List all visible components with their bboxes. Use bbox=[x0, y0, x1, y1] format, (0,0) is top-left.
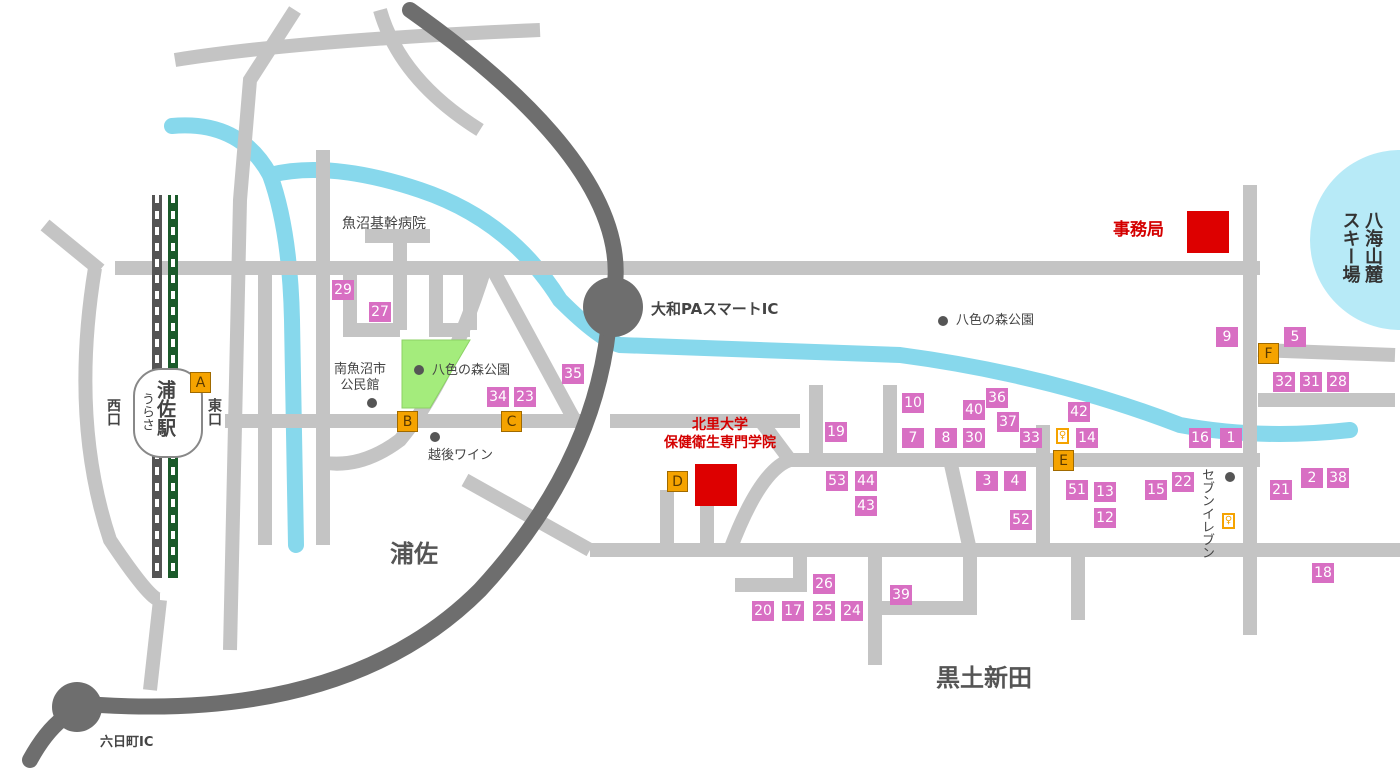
parking-30: 30 bbox=[963, 428, 985, 448]
parking-43: 43 bbox=[855, 496, 877, 516]
parking-40: 40 bbox=[963, 400, 985, 420]
station-name: 浦佐駅 bbox=[154, 380, 176, 437]
university-label: 北里大学 保健衛生専門学院 bbox=[664, 417, 776, 451]
station-kana: うらさ bbox=[139, 392, 154, 431]
parking-1: 1 bbox=[1220, 428, 1242, 448]
pin-icon: ♀ bbox=[1222, 513, 1235, 529]
office-marker bbox=[1187, 211, 1229, 253]
stop-e: E bbox=[1053, 450, 1074, 471]
parking-13: 13 bbox=[1094, 482, 1116, 502]
parking-12: 12 bbox=[1094, 508, 1116, 528]
parking-44: 44 bbox=[855, 471, 877, 491]
muikamachi-ic-label: 六日町IC bbox=[100, 735, 154, 750]
parking-20: 20 bbox=[752, 601, 774, 621]
parking-8: 8 bbox=[935, 428, 957, 448]
parking-2: 2 bbox=[1301, 468, 1323, 488]
east-exit-label: 東口 bbox=[206, 398, 222, 426]
parking-26: 26 bbox=[813, 574, 835, 594]
community-hall-label: 南魚沼市 公民館 bbox=[333, 362, 386, 394]
west-exit-label: 西口 bbox=[105, 398, 121, 426]
yamato-ic-node bbox=[583, 277, 643, 337]
parking-21: 21 bbox=[1270, 480, 1292, 500]
yairo-park-west-label: 八色の森公園 bbox=[432, 363, 511, 378]
parking-28: 28 bbox=[1327, 372, 1349, 392]
parking-53: 53 bbox=[826, 471, 848, 491]
wine-dot bbox=[430, 432, 440, 442]
parking-10: 10 bbox=[902, 393, 924, 413]
stop-b: B bbox=[397, 411, 418, 432]
urasa-area-label: 浦佐 bbox=[390, 540, 438, 568]
echigo-wine-label: 越後ワイン bbox=[428, 448, 494, 463]
parking-19: 19 bbox=[825, 422, 847, 442]
parking-31: 31 bbox=[1300, 372, 1322, 392]
parking-52: 52 bbox=[1010, 510, 1032, 530]
parking-34: 34 bbox=[487, 387, 509, 407]
parking-5: 5 bbox=[1284, 327, 1306, 347]
hospital-label: 魚沼基幹病院 bbox=[342, 216, 426, 232]
stop-d: D bbox=[667, 471, 688, 492]
park-dot-west bbox=[414, 365, 424, 375]
parking-9: 9 bbox=[1216, 327, 1238, 347]
parking-17: 17 bbox=[782, 601, 804, 621]
kurodo-area-label: 黒土新田 bbox=[936, 664, 1032, 692]
parking-27: 27 bbox=[369, 302, 391, 322]
yamato-ic-label: 大和PAスマートIC bbox=[651, 300, 779, 318]
parking-18: 18 bbox=[1312, 563, 1334, 583]
parking-7: 7 bbox=[902, 428, 924, 448]
yairo-park-east-label: 八色の森公園 bbox=[956, 313, 1035, 328]
seven-eleven-label: セブンイレブン bbox=[1199, 468, 1214, 559]
parking-22: 22 bbox=[1172, 472, 1194, 492]
ski-area-zone bbox=[1310, 150, 1400, 330]
parking-14: 14 bbox=[1076, 428, 1098, 448]
parking-42: 42 bbox=[1068, 402, 1090, 422]
community-hall-dot bbox=[367, 398, 377, 408]
parking-3: 3 bbox=[976, 471, 998, 491]
stop-c: C bbox=[501, 411, 522, 432]
parking-16: 16 bbox=[1189, 428, 1211, 448]
stop-f: F bbox=[1258, 343, 1279, 364]
parking-24: 24 bbox=[841, 601, 863, 621]
parking-39: 39 bbox=[890, 585, 912, 605]
university-marker bbox=[695, 464, 737, 506]
parking-32: 32 bbox=[1273, 372, 1295, 392]
stop-a: A bbox=[190, 372, 211, 393]
muikamachi-ic-node bbox=[52, 682, 102, 732]
seven-eleven-dot bbox=[1225, 472, 1235, 482]
parking-33: 33 bbox=[1020, 428, 1042, 448]
parking-23: 23 bbox=[514, 387, 536, 407]
office-label: 事務局 bbox=[1113, 220, 1164, 240]
parking-37: 37 bbox=[997, 412, 1019, 432]
parking-4: 4 bbox=[1004, 471, 1026, 491]
parking-29: 29 bbox=[332, 280, 354, 300]
parking-15: 15 bbox=[1145, 480, 1167, 500]
parking-38: 38 bbox=[1327, 468, 1349, 488]
parking-36: 36 bbox=[986, 388, 1008, 408]
parking-35: 35 bbox=[562, 364, 584, 384]
pin-icon: ♀ bbox=[1056, 428, 1069, 444]
park-area bbox=[401, 339, 471, 409]
ski-resort-label: 八海山麓 スキー場 bbox=[1339, 211, 1384, 283]
park-dot-east bbox=[938, 316, 948, 326]
parking-25: 25 bbox=[813, 601, 835, 621]
parking-51: 51 bbox=[1066, 480, 1088, 500]
